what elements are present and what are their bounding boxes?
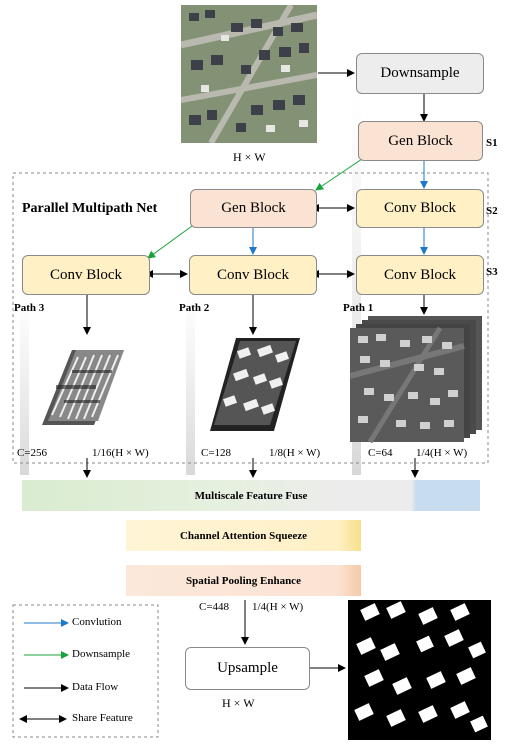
- feature-map-path2: [210, 338, 300, 431]
- gen-block-path2: Gen Block: [190, 189, 317, 228]
- spatial-pooling-enhance: Spatial Pooling Enhance: [126, 565, 361, 596]
- path2-guide-band: [186, 290, 195, 475]
- upsample-block: Upsample: [185, 647, 310, 690]
- path2-size: 1/8(H × W): [269, 447, 321, 459]
- input-aerial-image: [181, 5, 317, 143]
- legend-frame: [12, 604, 159, 738]
- path3-size: 1/16(H × W): [92, 447, 149, 459]
- downsample-arrow-s1-path2: [315, 158, 363, 191]
- legend-convolution-label: Convlution: [72, 616, 122, 628]
- fused-size: 1/4(H × W): [252, 601, 304, 613]
- legend-downsample-label: Downsample: [72, 648, 131, 660]
- path-label-2: Path 2: [179, 302, 210, 314]
- feature-map-path1: [350, 316, 482, 444]
- path-label-1: Path 1: [343, 302, 374, 314]
- downsample-block: Downsample: [356, 53, 484, 94]
- stage-label-s1: S1: [486, 137, 498, 149]
- legend-share-label: Share Feature: [72, 712, 133, 724]
- parallel-net-frame: [12, 172, 489, 464]
- path-label-3: Path 3: [14, 302, 45, 314]
- conv-block-s3-path3: Conv Block: [22, 255, 150, 295]
- conv-block-s3-path1: Conv Block: [356, 255, 484, 295]
- channel-attention-squeeze: Channel Attention Squeeze: [126, 520, 361, 551]
- output-size-label: H × W: [222, 696, 255, 710]
- legend-dataflow-label: Data Flow: [72, 681, 119, 693]
- fused-channels: C=448: [199, 601, 230, 613]
- path3-guide-band: [20, 290, 29, 475]
- downsample-arrow-path2-path3: [147, 225, 193, 259]
- conv-block-s3-path2: Conv Block: [189, 255, 317, 295]
- path1-channels: C=64: [368, 447, 393, 459]
- conv-block-s2-path1: Conv Block: [356, 189, 484, 228]
- feature-map-path3: [42, 350, 124, 425]
- output-segmentation-mask: [348, 600, 491, 740]
- path3-channels: C=256: [17, 447, 48, 459]
- stage-label-s3: S3: [486, 266, 498, 278]
- parallel-net-title: Parallel Multipath Net: [22, 201, 158, 216]
- path2-channels: C=128: [201, 447, 232, 459]
- input-size-label: H × W: [233, 150, 266, 164]
- stage-label-s2: S2: [486, 205, 498, 217]
- gen-block-s1: Gen Block: [358, 121, 483, 161]
- multiscale-feature-fuse: Multiscale Feature Fuse: [22, 480, 480, 511]
- path1-size: 1/4(H × W): [416, 447, 468, 459]
